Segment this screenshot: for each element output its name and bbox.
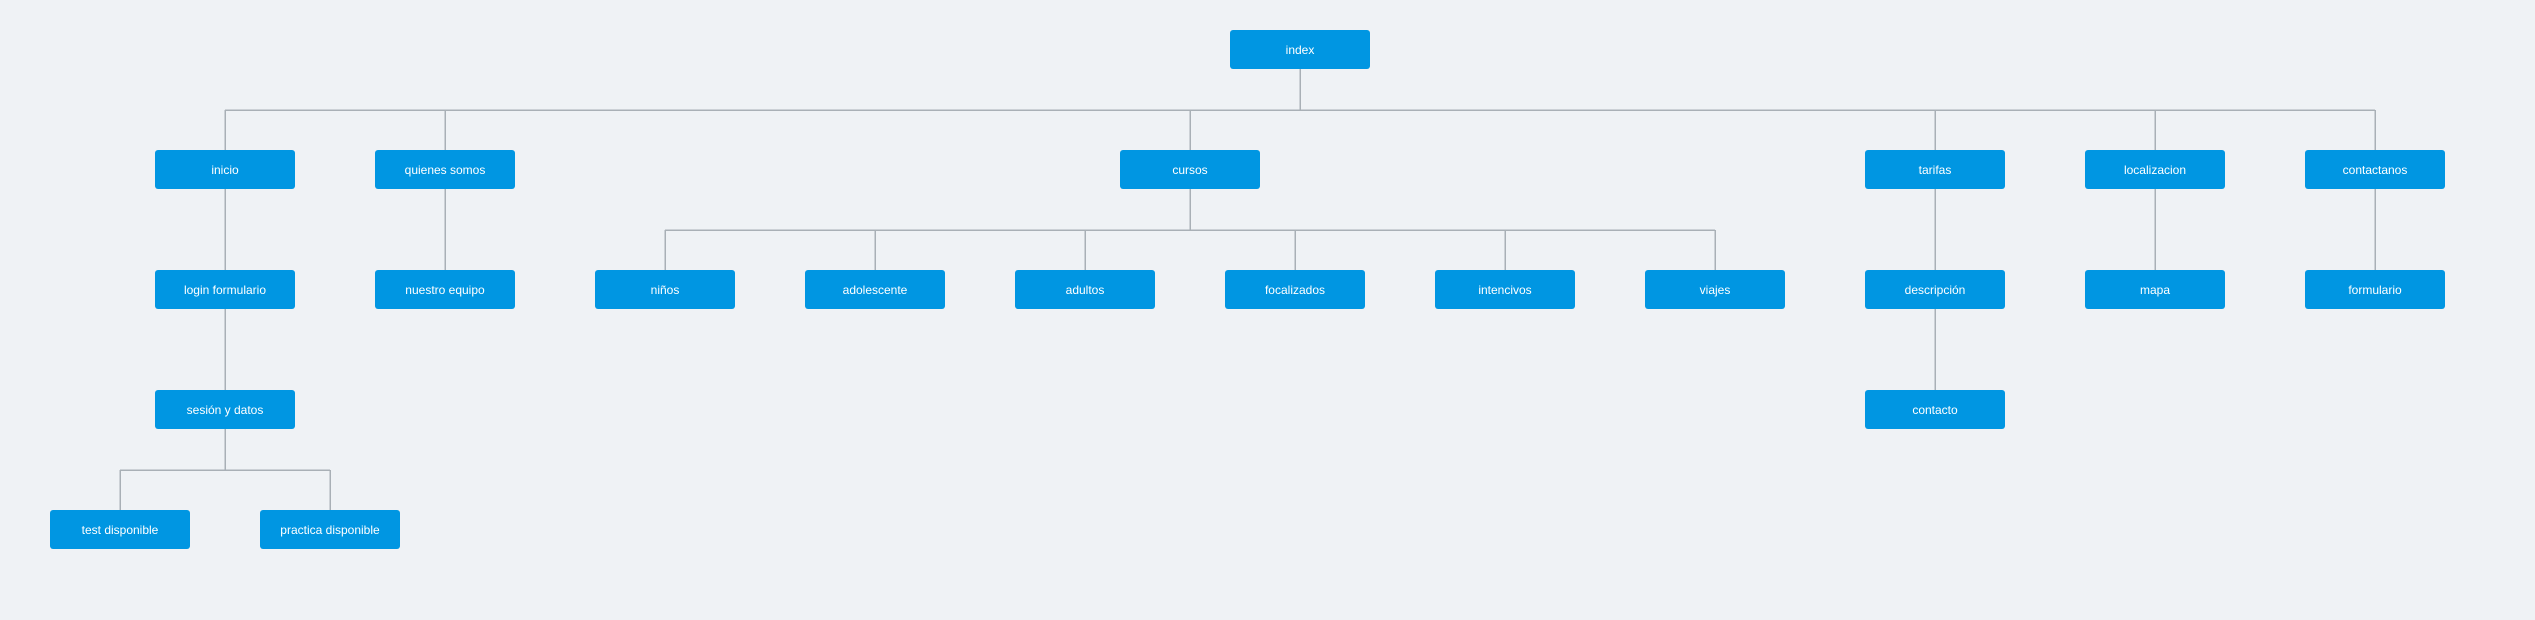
node-localizacion[interactable]: localizacion [2085, 150, 2225, 189]
node-descripcion[interactable]: descripción [1865, 270, 2005, 309]
node-focalizados[interactable]: focalizados [1225, 270, 1365, 309]
node-sesion-y-datos[interactable]: sesión y datos [155, 390, 295, 429]
node-adolescente[interactable]: adolescente [805, 270, 945, 309]
node-quienes-somos[interactable]: quienes somos [375, 150, 515, 189]
node-mapa[interactable]: mapa [2085, 270, 2225, 309]
node-formulario[interactable]: formulario [2305, 270, 2445, 309]
node-index[interactable]: index [1230, 30, 1370, 69]
node-viajes[interactable]: viajes [1645, 270, 1785, 309]
node-practica-disponible[interactable]: practica disponible [260, 510, 400, 549]
node-tarifas[interactable]: tarifas [1865, 150, 2005, 189]
node-inicio[interactable]: inicio [155, 150, 295, 189]
node-nuestro-equipo[interactable]: nuestro equipo [375, 270, 515, 309]
node-contactanos[interactable]: contactanos [2305, 150, 2445, 189]
node-adultos[interactable]: adultos [1015, 270, 1155, 309]
node-contacto[interactable]: contacto [1865, 390, 2005, 429]
node-test-disponible[interactable]: test disponible [50, 510, 190, 549]
node-ninos[interactable]: niños [595, 270, 735, 309]
node-intencivos[interactable]: intencivos [1435, 270, 1575, 309]
node-login-formulario[interactable]: login formulario [155, 270, 295, 309]
node-cursos[interactable]: cursos [1120, 150, 1260, 189]
